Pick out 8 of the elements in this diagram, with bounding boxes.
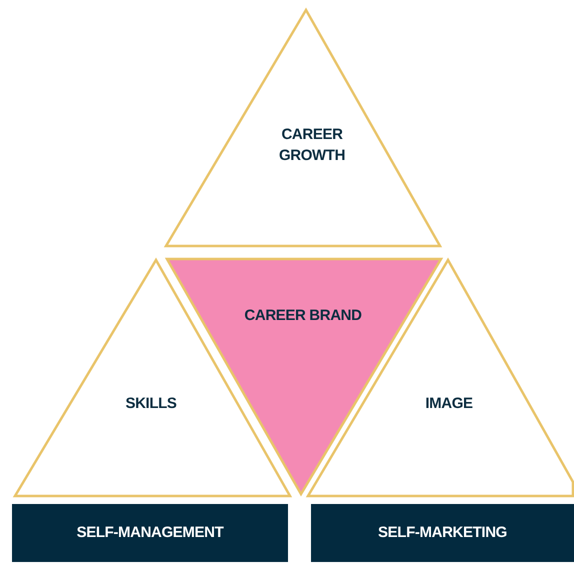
bar-label: SELF-MARKETING <box>378 522 507 543</box>
label-bar <box>311 504 574 562</box>
label-bar <box>12 504 288 562</box>
bar-label: SELF-MANAGEMENT <box>76 522 224 543</box>
triangle-label: SKILLS <box>124 394 178 414</box>
triangle-label: CAREER GROWTH <box>278 125 346 166</box>
triangle-label: CAREER BRAND <box>243 306 363 326</box>
triangle-label: IMAGE <box>424 394 474 414</box>
